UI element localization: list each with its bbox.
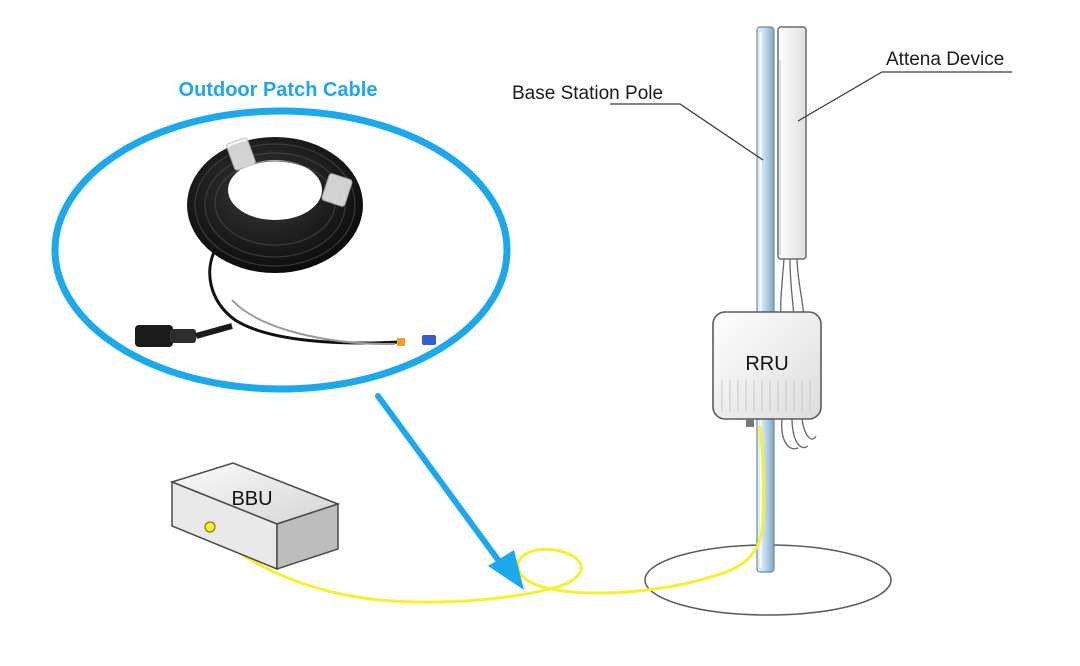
bbu-unit: BBU [169, 462, 341, 571]
rru-unit: RRU [712, 311, 822, 427]
rru-bottom-cables [781, 417, 817, 450]
bbu-label: BBU [231, 488, 272, 510]
antenna-label: Attena Device [886, 49, 1004, 70]
patch-cable-coil-image [135, 137, 436, 347]
leader-lines [610, 71, 1012, 161]
pole-label: Base Station Pole [512, 83, 663, 104]
callout-title: Outdoor Patch Cable [179, 79, 378, 101]
antenna-device [777, 26, 807, 260]
fiber-cable [208, 425, 766, 604]
base-station-pole [756, 26, 775, 573]
callout-arrow [375, 393, 524, 590]
antenna-cables [780, 258, 805, 319]
rru-label: RRU [745, 353, 788, 375]
